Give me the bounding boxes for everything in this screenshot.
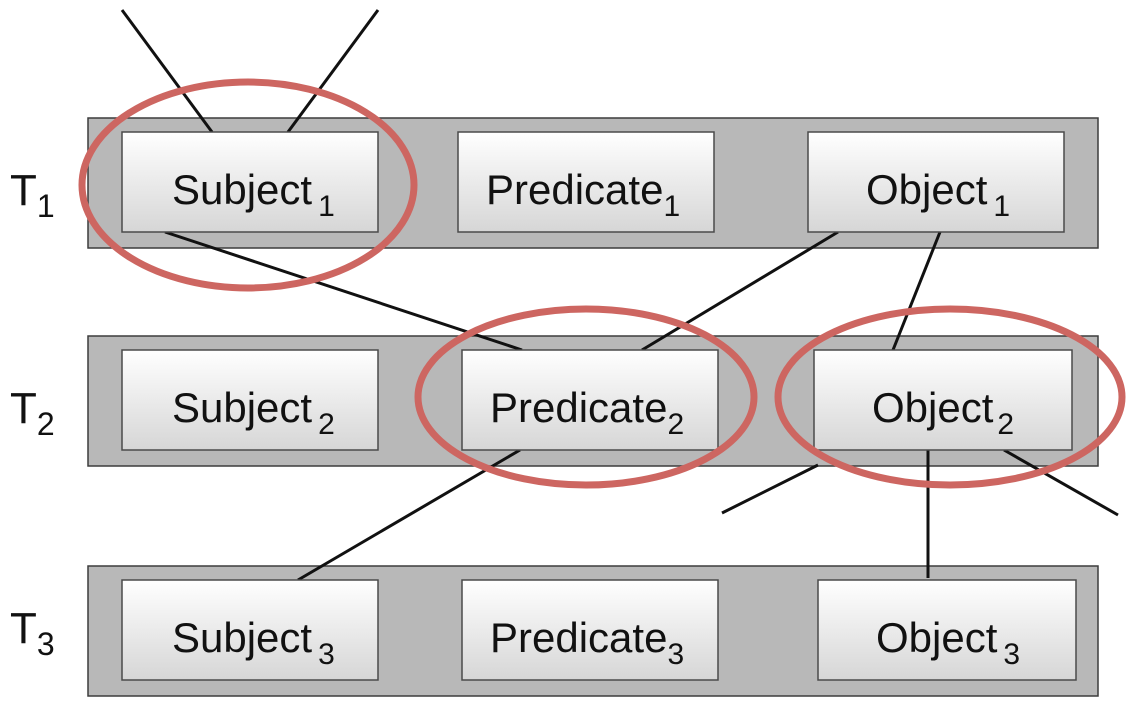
row-label-t1-letter: T (10, 166, 37, 215)
edge-in-left-t1-subject (120, 9, 214, 133)
edge-t1-subject-to-t2-predicate (164, 230, 523, 352)
row-label-t2-letter: T (10, 384, 37, 433)
edge-t1-object-to-t2-predicate (641, 230, 839, 352)
cell-t2-object-subscript: 2 (997, 408, 1014, 441)
highlight-t2-predicate (414, 305, 758, 489)
svg-text:Predicate2: Predicate2 (490, 384, 684, 441)
cell-t1-subject-label: Subject (172, 166, 312, 213)
cell-t2-predicate: Predicate2 (461, 349, 719, 451)
row-label-t3: T3 (10, 604, 55, 662)
cell-t3-predicate-label: Predicate (490, 614, 667, 661)
cell-t3-predicate: Predicate3 (461, 579, 719, 681)
cell-t1-object-subscript: 1 (993, 190, 1010, 223)
cell-t3-object-label: Object (876, 614, 998, 661)
cell-t1-predicate: Predicate1 (457, 131, 715, 233)
cell-t2-subject-label: Subject (172, 384, 312, 431)
cell-t3-subject-label: Subject (172, 614, 312, 661)
cell-t1-subject-subscript: 1 (318, 190, 335, 223)
edge-t1-object-to-t2-object (891, 231, 942, 351)
edge-out-left-t2-object (721, 463, 819, 515)
cell-t3-subject-subscript: 3 (318, 638, 335, 671)
cell-t1-object-label: Object (866, 166, 988, 213)
row-label-t3-subscript: 3 (37, 626, 55, 662)
row-label-t2-subscript: 2 (37, 406, 55, 442)
cell-t2-predicate-subscript: 2 (667, 408, 684, 441)
edge-out-right-t2-object (1003, 448, 1119, 517)
cell-t1-predicate-label: Predicate (486, 166, 663, 213)
highlight-t1-subject (78, 78, 418, 292)
cell-t3-predicate-subscript: 3 (667, 638, 684, 671)
edge-t2-predicate-to-t3-subject (297, 448, 521, 582)
cell-t2-object-label: Object (872, 384, 994, 431)
row-label-t3-letter: T (10, 604, 37, 653)
cell-t2-subject-subscript: 2 (318, 408, 335, 441)
row-label-t1-subscript: 1 (37, 188, 55, 224)
cell-t2-predicate-label: Predicate (490, 384, 667, 431)
highlight-t2-object (774, 305, 1126, 489)
cell-t1-predicate-subscript: 1 (663, 190, 680, 223)
row-label-t2: T2 (10, 384, 55, 442)
edge-in-right-t1-subject (286, 9, 380, 133)
svg-text:Predicate3: Predicate3 (490, 614, 684, 671)
row-label-t1: T1 (10, 166, 55, 224)
cell-t3-object-subscript: 3 (1003, 638, 1020, 671)
svg-text:Predicate1: Predicate1 (486, 166, 680, 223)
